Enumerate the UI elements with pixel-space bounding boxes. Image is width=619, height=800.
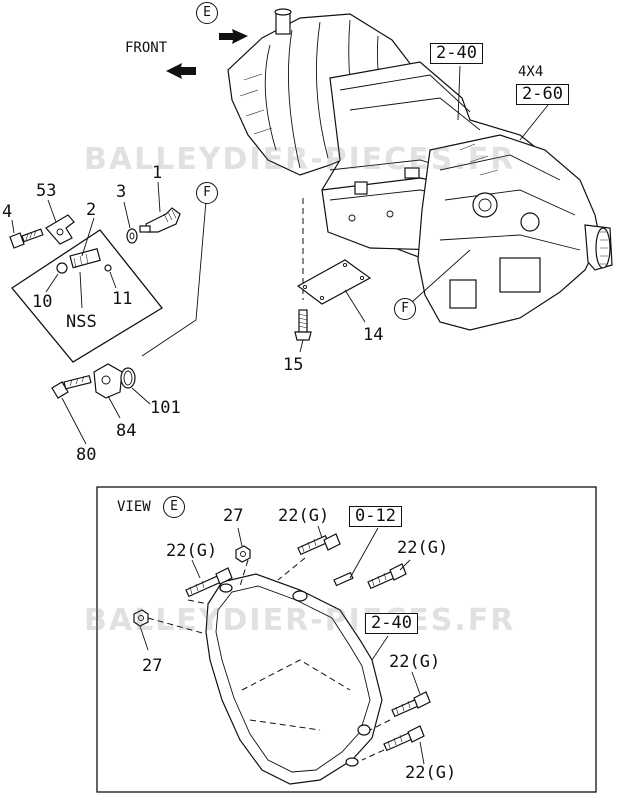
drive-label-4x4: 4X4 <box>518 64 544 80</box>
oring-101 <box>120 367 136 389</box>
callout-4: 4 <box>2 202 13 222</box>
bolt-15 <box>294 309 312 341</box>
callout-3: 3 <box>116 182 127 202</box>
sensor-1 <box>139 207 181 233</box>
callout-14: 14 <box>363 325 384 345</box>
bolt-80 <box>51 374 92 399</box>
stud-0-12 <box>333 571 354 587</box>
callout-1: 1 <box>152 163 163 183</box>
view-ref-box-2-40: 2-40 <box>365 613 418 634</box>
ref-marker-f: F <box>196 182 218 204</box>
view-callout-22g-c: 22(G) <box>397 538 449 558</box>
bolt-22g-b <box>185 567 233 598</box>
nss-bracket-box <box>11 229 163 363</box>
cover-plate <box>296 259 372 305</box>
nss-label: NSS <box>66 312 97 332</box>
view-e-drawing <box>133 525 431 785</box>
callout-53: 53 <box>36 181 57 201</box>
bolt-22g-d <box>391 691 431 718</box>
front-label: FRONT <box>125 40 168 56</box>
bellhousing-view <box>205 573 383 785</box>
plate-84 <box>93 363 123 399</box>
nut-27-top <box>235 545 251 563</box>
ref-box-2-60: 2-60 <box>516 84 569 105</box>
transmission-assembly <box>227 8 613 331</box>
direction-arrows <box>166 29 248 79</box>
view-marker-e: E <box>196 2 218 24</box>
view-callout-27-bottom: 27 <box>142 656 163 676</box>
view-callout-22g-e: 22(G) <box>405 763 457 783</box>
callout-11: 11 <box>112 289 133 309</box>
view-e-frame <box>96 486 597 793</box>
view-callout-22g-b: 22(G) <box>166 541 218 561</box>
cover-plate-group <box>294 198 372 353</box>
washer-3 <box>126 228 138 244</box>
callout-2: 2 <box>86 200 97 220</box>
bolt-22g-e <box>383 725 425 752</box>
callout-80: 80 <box>76 445 97 465</box>
connector-2 <box>56 248 112 274</box>
transfer-marker-f: F <box>394 298 416 320</box>
bolt-22g-c <box>367 563 407 590</box>
view-callout-22g-d: 22(G) <box>389 652 441 672</box>
watermark-bottom: BALLEYDIER-PIECES.FR <box>84 603 516 638</box>
bolt-4 <box>9 228 44 249</box>
callout-10: 10 <box>32 292 53 312</box>
view-callout-22g-a: 22(G) <box>278 506 330 526</box>
bolt-22g-a <box>297 533 341 556</box>
callout-84: 84 <box>116 421 137 441</box>
view-callout-27-top: 27 <box>223 506 244 526</box>
callout-15: 15 <box>283 355 304 375</box>
callout-101: 101 <box>150 398 181 418</box>
view-e-title: VIEW <box>117 499 151 515</box>
ref-box-2-40: 2-40 <box>430 43 483 64</box>
ref-box-0-12: 0-12 <box>349 506 402 527</box>
view-e-title-marker: E <box>163 496 185 518</box>
nut-27-bottom <box>133 609 149 627</box>
bracket-53 <box>45 214 75 245</box>
sensor-group <box>9 181 207 445</box>
watermark-top: BALLEYDIER-PIECES.FR <box>84 142 516 177</box>
